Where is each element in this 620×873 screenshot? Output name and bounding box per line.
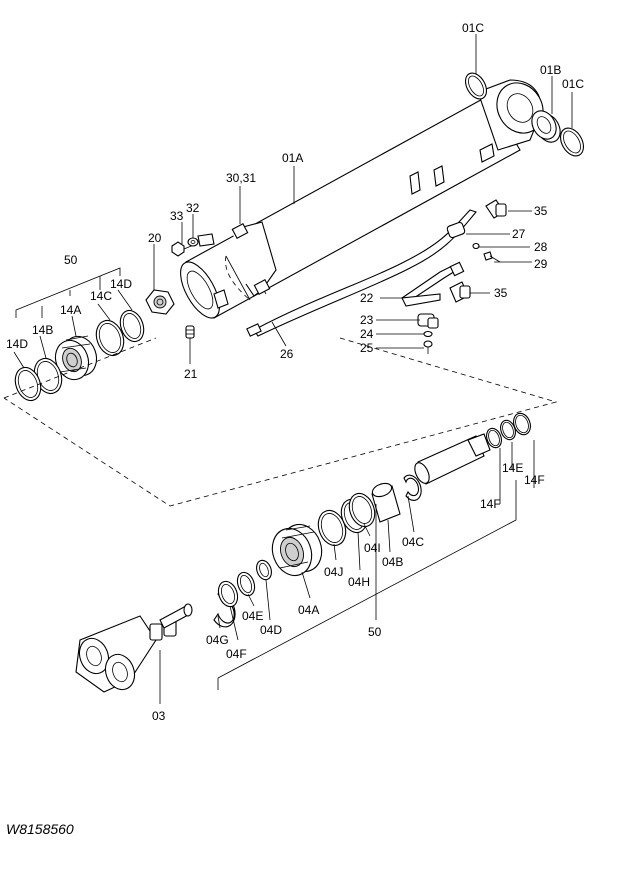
- label-21: 21: [184, 367, 198, 381]
- label-35-mid: 35: [494, 286, 508, 300]
- ring-04I: [348, 492, 376, 528]
- rod-eye-03: [75, 603, 193, 693]
- ring-14F-right: [513, 412, 531, 436]
- clamp-band: [231, 221, 277, 297]
- ring-14D-left: [14, 366, 42, 402]
- label-01C-right: 01C: [562, 77, 584, 91]
- label-20: 20: [148, 231, 162, 245]
- label-14F-left: 14F: [480, 497, 501, 511]
- label-22: 22: [360, 291, 374, 305]
- label-23: 23: [360, 313, 374, 327]
- label-30-31: 30,31: [226, 171, 256, 185]
- label-04A: 04A: [298, 603, 319, 617]
- label-14B: 14B: [32, 323, 53, 337]
- label-04G: 04G: [206, 633, 229, 647]
- bushing-04B: [371, 482, 401, 523]
- washer-32: [187, 237, 199, 247]
- ring-04J: [317, 509, 347, 547]
- label-50-bottom: 50: [368, 625, 382, 639]
- fitting-35-mid: [449, 281, 471, 303]
- ring-14F: [486, 427, 502, 449]
- washer-28: [472, 242, 480, 250]
- label-14D-top: 14D: [110, 277, 132, 291]
- ring-04F: [217, 580, 239, 608]
- bolt-29: [483, 251, 501, 263]
- label-24: 24: [360, 327, 374, 341]
- label-14F-right: 14F: [524, 473, 545, 487]
- label-14C: 14C: [90, 289, 112, 303]
- label-01C-top: 01C: [462, 21, 484, 35]
- bolt-25: [423, 340, 433, 354]
- label-25: 25: [360, 341, 374, 355]
- bushing-01B: [531, 110, 561, 143]
- piston-14A: [54, 335, 98, 381]
- label-04J: 04J: [324, 565, 343, 579]
- label-01B: 01B: [540, 63, 561, 77]
- label-32: 32: [186, 201, 200, 215]
- leader-lines: [13, 34, 573, 704]
- clamp-23: [417, 313, 439, 329]
- label-04E: 04E: [242, 609, 263, 623]
- piston-rod: [414, 433, 491, 485]
- snap-ring-04C: [403, 474, 422, 501]
- label-04D: 04D: [260, 623, 282, 637]
- label-26: 26: [280, 347, 294, 361]
- label-04B: 04B: [382, 555, 403, 569]
- set-screw-21: [185, 325, 195, 339]
- seal-01C-right: [559, 127, 585, 157]
- label-04C: 04C: [402, 535, 424, 549]
- clamp-27: [446, 221, 466, 239]
- label-14A: 14A: [60, 303, 81, 317]
- ring-14C: [95, 319, 125, 357]
- label-28: 28: [534, 240, 548, 254]
- label-29: 29: [534, 257, 548, 271]
- callout-labels: 01C 01B 01C 01A 30,31 33 32 20 50 14D 14…: [6, 21, 584, 723]
- label-50-top: 50: [64, 253, 78, 267]
- ring-04D: [256, 559, 272, 581]
- label-04I: 04I: [364, 541, 381, 555]
- ring-14D-top: [119, 309, 145, 343]
- label-33: 33: [170, 209, 184, 223]
- label-14D-left: 14D: [6, 337, 28, 351]
- label-04F: 04F: [226, 647, 247, 661]
- label-35-top: 35: [534, 204, 548, 218]
- pipe-26: [246, 209, 477, 337]
- label-14E: 14E: [502, 461, 523, 475]
- pipe-22: [401, 261, 465, 307]
- ring-04E: [236, 571, 256, 597]
- label-04H: 04H: [348, 575, 370, 589]
- seal-01C-top: [464, 72, 488, 100]
- nut-20: [145, 289, 175, 315]
- tube-brackets: [197, 143, 495, 309]
- group-boundary-dashed: [3, 337, 558, 507]
- label-27: 27: [512, 227, 526, 241]
- rod-cover-04A: [271, 523, 323, 577]
- fitting-35-top: [485, 199, 507, 219]
- washer-24: [423, 330, 433, 338]
- figure-code: W8158560: [6, 821, 74, 837]
- label-01A: 01A: [282, 151, 303, 165]
- label-03: 03: [152, 709, 166, 723]
